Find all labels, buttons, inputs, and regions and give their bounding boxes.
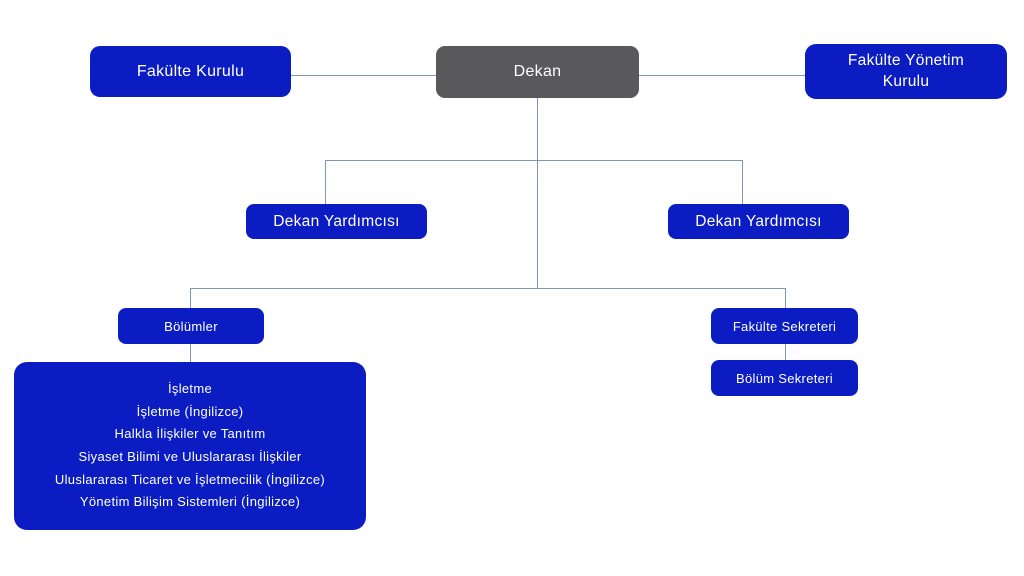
connector-line [190,288,191,308]
node-fakulte-yonetim-kurulu: Fakülte Yönetim Kurulu [805,44,1007,99]
node-label: Dekan [513,63,562,80]
department-item: Yönetim Bilişim Sistemleri (İngilizce) [79,494,301,510]
node-label: Dekan Yardımcısı [273,212,400,230]
node-label: Fakülte Sekreteri [732,318,837,334]
department-item: Uluslararası Ticaret ve İşletmecilik (İn… [54,471,326,487]
node-fakulte-kurulu: Fakülte Kurulu [90,46,291,97]
connector-line [291,75,436,76]
connector-line [639,75,805,76]
department-item: Siyaset Bilimi ve Uluslararası İlişkiler [78,449,302,464]
department-item: İşletme [167,381,212,397]
node-label: Bölüm Sekreteri [736,370,833,386]
node-bolumler: Bölümler [118,308,264,344]
connector-line [785,288,786,308]
node-departments-list: İşletme İşletme (İngilizce) Halkla İlişk… [14,362,366,530]
node-label: Bölümler [164,318,218,334]
connector-line [742,160,743,204]
node-dekan-yardimcisi-right: Dekan Yardımcısı [668,204,849,239]
node-label: Fakülte Yönetim Kurulu [847,52,965,90]
node-label: Fakülte Kurulu [136,62,245,80]
node-dekan: Dekan [436,46,639,98]
node-bolum-sekreteri: Bölüm Sekreteri [711,360,858,396]
department-item: Halkla İlişkiler ve Tanıtım [114,426,266,442]
node-fakulte-sekreteri: Fakülte Sekreteri [711,308,858,344]
connector-line [785,344,786,360]
department-item: İşletme (İngilizce) [136,403,244,419]
connector-line [325,160,326,204]
connector-line [325,160,743,161]
connector-line [190,288,785,289]
node-dekan-yardimcisi-left: Dekan Yardımcısı [246,204,427,239]
connector-line [537,98,538,288]
connector-line [190,344,191,362]
node-label: Dekan Yardımcısı [695,212,822,230]
